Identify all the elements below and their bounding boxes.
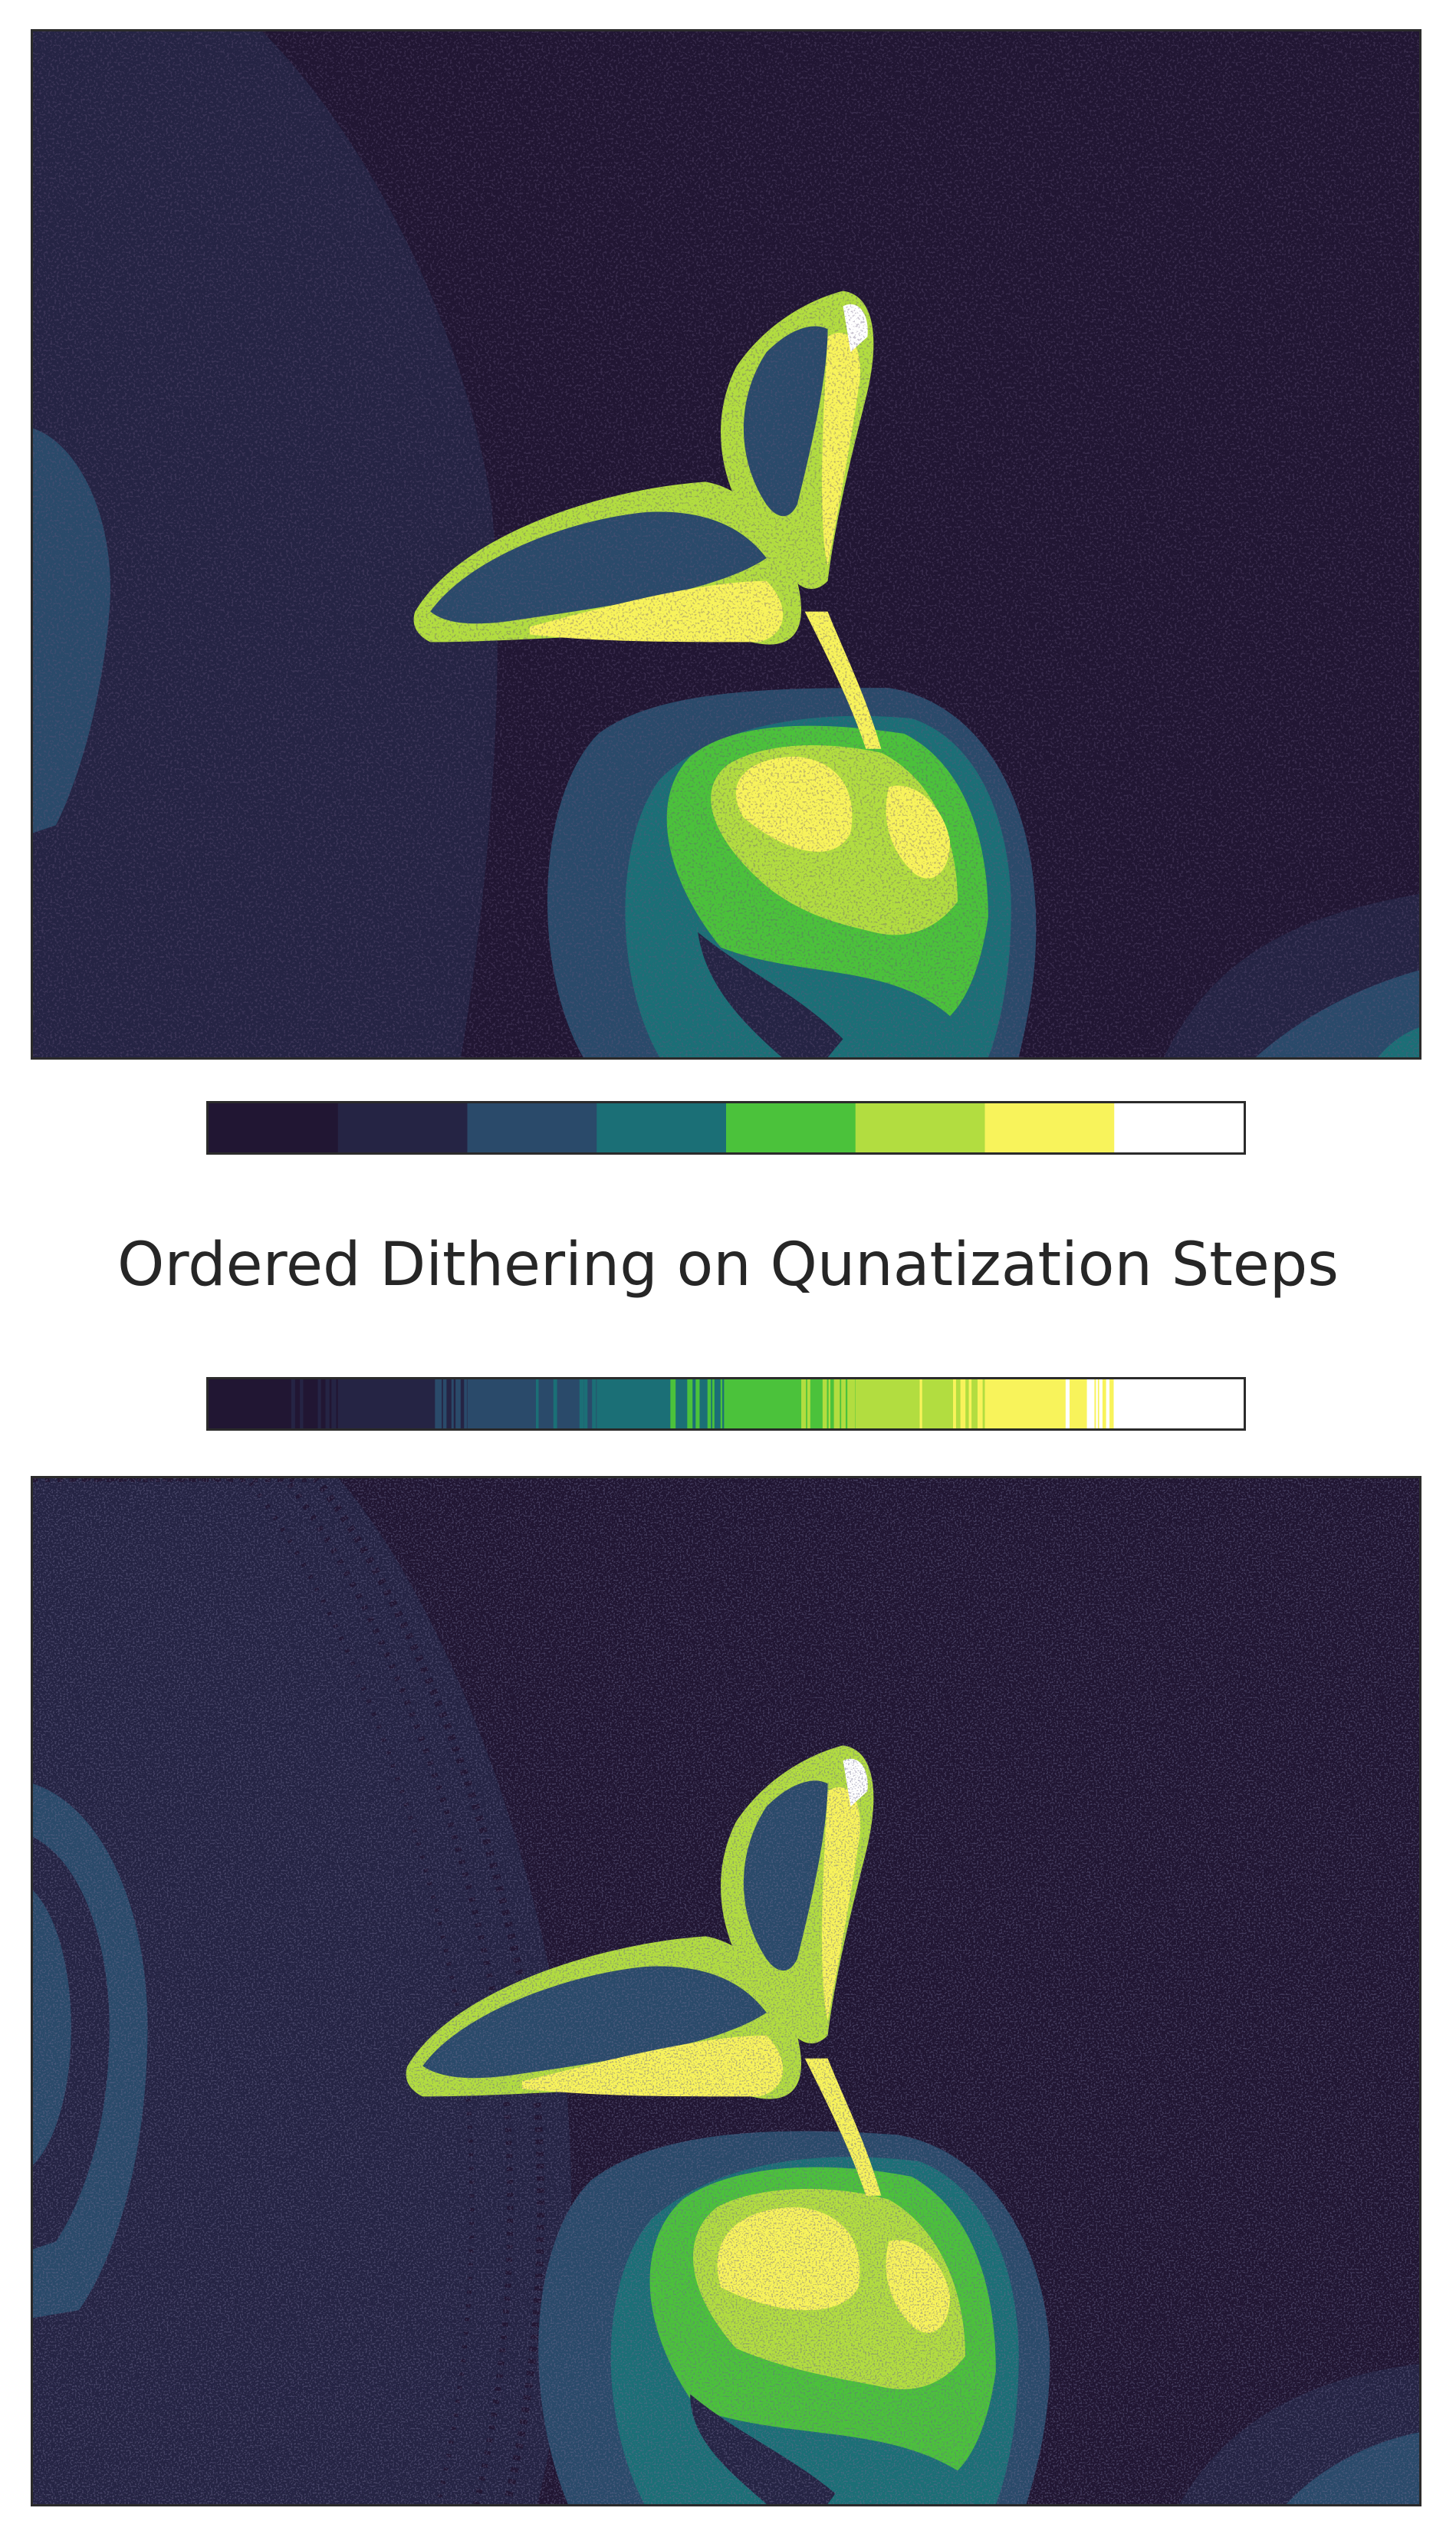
colorbar-dither-stripe — [807, 1379, 810, 1428]
colorbar-step — [467, 1103, 597, 1152]
colorbar-dither-stripe — [583, 1379, 588, 1428]
colorbar-dither-stripe — [291, 1379, 295, 1428]
colorbar-dither-stripe — [325, 1379, 330, 1428]
dithered-colorbar — [206, 1377, 1246, 1431]
colorbar-dither-stripe — [535, 1379, 539, 1428]
colorbar-dither-stripe — [980, 1379, 983, 1428]
colorbar-dither-stripe — [435, 1379, 440, 1428]
colorbar-dither-stripe — [851, 1379, 856, 1428]
colorbar-dither-stripe — [977, 1379, 981, 1428]
colorbar-band — [467, 1379, 597, 1428]
quantization-colorbar — [206, 1101, 1246, 1155]
colorbar-dither-stripe — [592, 1379, 597, 1428]
colorbar-dither-stripe — [1089, 1379, 1095, 1428]
dithered-image-panel — [31, 1476, 1421, 2506]
dithered-colorbar-bands — [209, 1379, 1244, 1428]
colorbar-dither-stripe — [438, 1379, 442, 1428]
colorbar-dither-stripe — [553, 1379, 557, 1428]
colorbar-dither-stripe — [317, 1379, 321, 1428]
quantization-colorbar-bands — [209, 1103, 1244, 1152]
colorbar-dither-stripe — [695, 1379, 700, 1428]
quantized-image-panel — [31, 29, 1421, 1060]
colorbar-dither-stripe — [707, 1379, 712, 1428]
colorbar-dither-stripe — [960, 1379, 966, 1428]
colorbar-dither-stripe — [968, 1379, 972, 1428]
colorbar-dither-stripe — [579, 1379, 584, 1428]
colorbar-band — [984, 1379, 1115, 1428]
colorbar-step — [1114, 1103, 1244, 1152]
colorbar-dither-stripe — [300, 1379, 304, 1428]
colorbar-dither-stripe — [841, 1379, 846, 1428]
colorbar-step — [855, 1103, 985, 1152]
colorbar-band — [209, 1379, 339, 1428]
colorbar-dither-stripe — [835, 1379, 840, 1428]
colorbar-dither-stripe — [720, 1379, 723, 1428]
colorbar-dither-stripe — [919, 1379, 922, 1428]
colorbar-dither-stripe — [828, 1379, 830, 1428]
colorbar-step — [209, 1103, 339, 1152]
dithered-seedling-image — [33, 1478, 1419, 2504]
colorbar-dither-stripe — [833, 1379, 836, 1428]
colorbar-dither-stripe — [1099, 1379, 1103, 1428]
colorbar-dither-stripe — [953, 1379, 956, 1428]
colorbar-step — [337, 1103, 468, 1152]
colorbar-band — [1114, 1379, 1244, 1428]
colorbar-dither-stripe — [712, 1379, 715, 1428]
quantized-seedling-image — [33, 31, 1419, 1057]
colorbar-dither-stripe — [464, 1379, 467, 1428]
colorbar-dither-stripe — [1065, 1379, 1070, 1428]
figure-title: Ordered Dithering on Qunatization Steps — [117, 1231, 1339, 1300]
colorbar-dither-stripe — [1106, 1379, 1110, 1428]
colorbar-band — [337, 1379, 468, 1428]
colorbar-dither-stripe — [333, 1379, 337, 1428]
colorbar-dither-stripe — [822, 1379, 827, 1428]
colorbar-dither-stripe — [1086, 1379, 1092, 1428]
colorbar-dither-stripe — [670, 1379, 676, 1428]
colorbar-dither-stripe — [442, 1379, 447, 1428]
colorbar-step — [726, 1103, 856, 1152]
colorbar-dither-stripe — [1096, 1379, 1098, 1428]
colorbar-band — [597, 1379, 727, 1428]
colorbar-step — [984, 1103, 1115, 1152]
colorbar-dither-stripe — [847, 1379, 853, 1428]
colorbar-dither-stripe — [687, 1379, 693, 1428]
colorbar-dither-stripe — [457, 1379, 460, 1428]
colorbar-dither-stripe — [451, 1379, 454, 1428]
colorbar-dither-stripe — [801, 1379, 807, 1428]
colorbar-step — [597, 1103, 727, 1152]
